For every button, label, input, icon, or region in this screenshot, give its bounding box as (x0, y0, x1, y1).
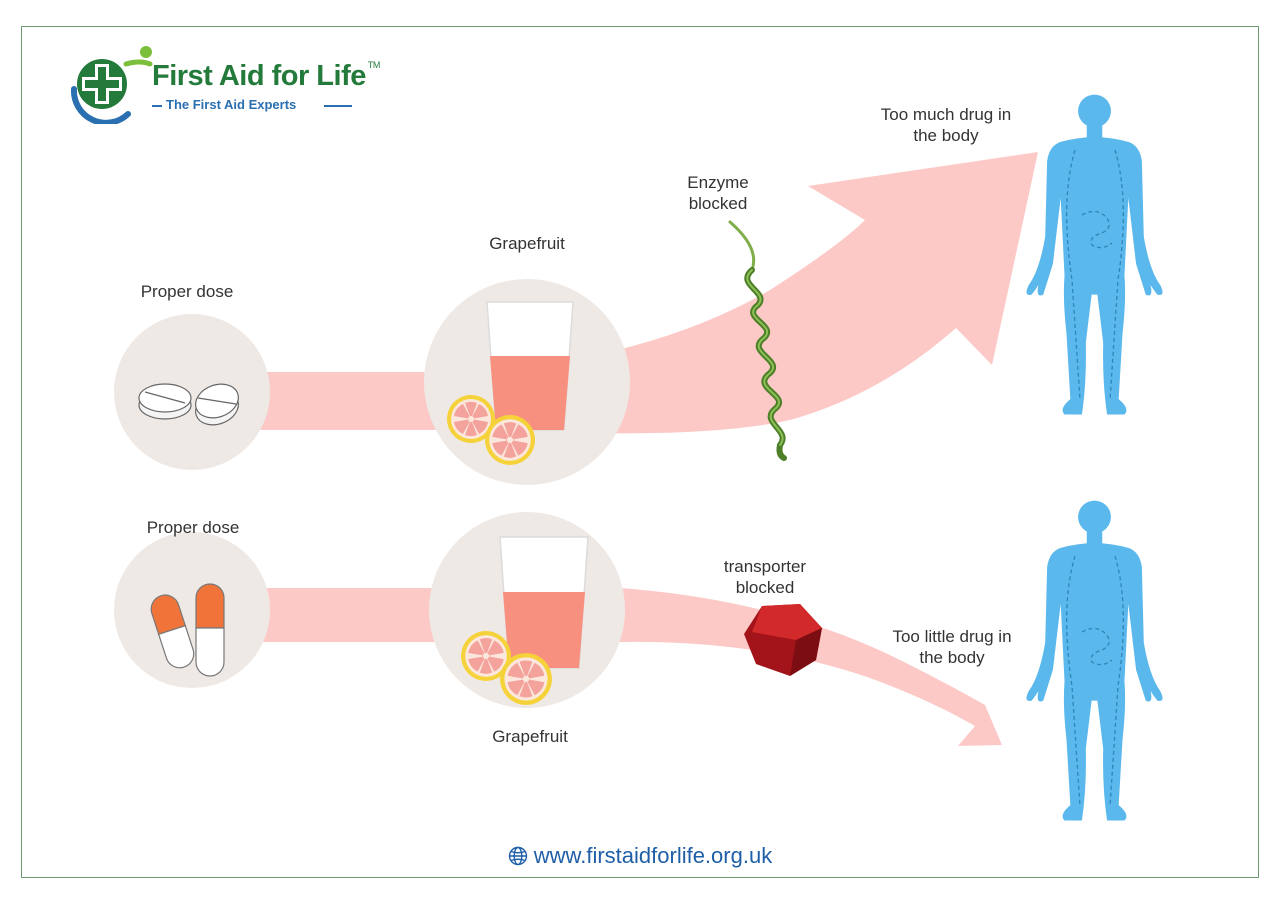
transporter-block-icon (744, 604, 822, 676)
logo-trademark: TM (367, 60, 381, 70)
enzyme-label-line2: blocked (688, 194, 748, 213)
website-url[interactable]: www.firstaidforlife.org.uk (533, 843, 773, 868)
juice-glass-icon (486, 301, 574, 431)
too-much-label-line2: the body (913, 126, 979, 145)
globe-icon (508, 846, 527, 866)
bottom-fruit-label: Grapefruit (492, 727, 568, 746)
top-flow-arrow (250, 152, 1038, 434)
diagram-frame (21, 26, 1259, 878)
human-body-icon (1026, 94, 1163, 415)
transporter-label-line2: blocked (735, 578, 795, 597)
top-fruit-label: Grapefruit (489, 234, 565, 253)
tablet-icon (138, 383, 239, 426)
too-much-label: Too much drug in the body (856, 104, 1036, 146)
website-footer[interactable]: www.firstaidforlife.org.uk (0, 843, 1280, 869)
juice-glass-icon (499, 536, 589, 669)
top-dose-label: Proper dose (140, 282, 234, 301)
too-little-label-line1: Too little drug in (892, 627, 1012, 646)
grapefruit-slice-icon (500, 653, 552, 705)
logo-tagline: The First Aid Experts (166, 97, 297, 112)
capsule-icon (150, 583, 225, 677)
enzyme-helix-icon (728, 220, 787, 461)
too-much-label-line1: Too much drug in (880, 105, 1012, 124)
human-body-icon (1026, 500, 1163, 821)
enzyme-label: Enzyme blocked (668, 172, 768, 214)
body-organs (1066, 149, 1124, 401)
enzyme-label-line1: Enzyme (687, 173, 749, 192)
transporter-label-line1: transporter (723, 557, 807, 576)
body-organs (1066, 555, 1124, 807)
logo-rule-left (152, 105, 162, 107)
grapefruit-slice-icon (485, 415, 535, 465)
too-little-label-line2: the body (919, 648, 985, 667)
first-aid-cross-icon (70, 46, 153, 124)
top-dose-circle (114, 314, 270, 470)
logo-rule-right (324, 105, 352, 107)
too-little-label: Too little drug in the body (862, 626, 1042, 668)
bottom-dose-label: Proper dose (146, 518, 240, 537)
bottom-dose-circle (114, 532, 270, 688)
transporter-label: transporter blocked (700, 556, 830, 598)
